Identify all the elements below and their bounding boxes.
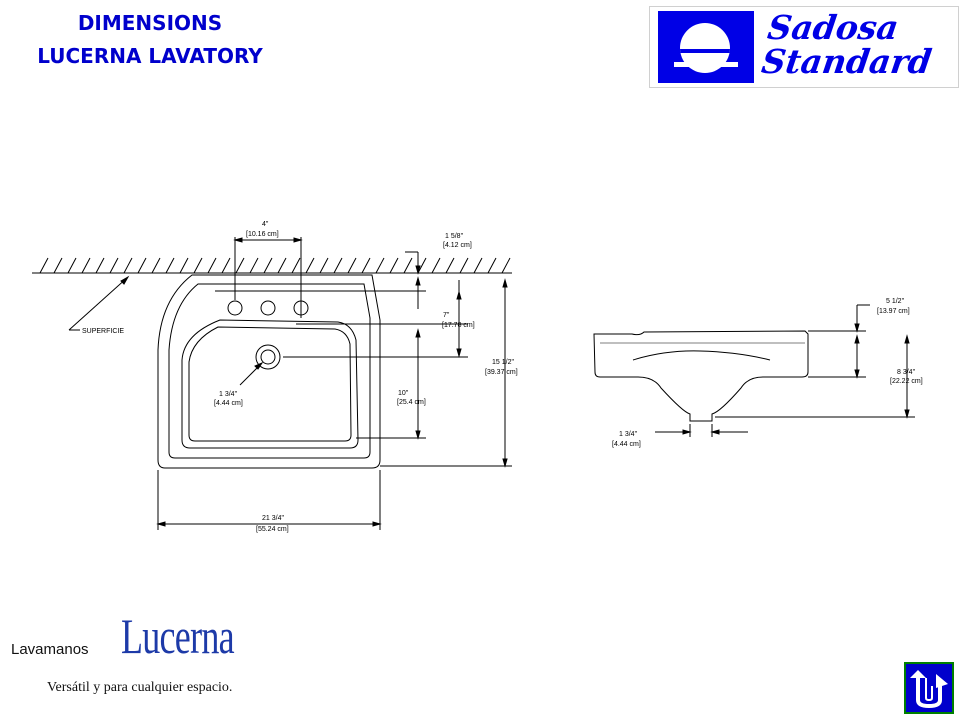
sink-top-view <box>157 274 381 469</box>
surface-label: SUPERFICIE <box>82 328 124 335</box>
dim-holes-in: 7" <box>443 312 450 319</box>
u-turn-back-icon <box>910 670 948 709</box>
dim-drain-dia: 1 3/4" [4.44 cm] <box>214 361 264 407</box>
dim-outlet: 1 3/4" [4.44 cm] <box>612 424 748 448</box>
dim-width-in: 21 3/4" <box>262 515 284 522</box>
dim-holes-to-drain: 7" [17.78 cm] <box>283 280 475 358</box>
dim-rim-offset: 1 5/8" [4.12 cm] <box>215 233 472 309</box>
page-title-line2: LUCERNA LAVATORY <box>37 44 263 68</box>
dim-rim-offset-cm: [4.12 cm] <box>443 242 472 249</box>
dim-front-in: 10" <box>398 390 409 397</box>
dim-rim-height-cm: [13.97 cm] <box>877 308 910 315</box>
dim-width: 21 3/4" [55.24 cm] <box>156 470 382 533</box>
brand-name: Lucerna <box>121 608 235 664</box>
dim-depth-cm: [39.37 cm] <box>485 369 518 376</box>
dim-rim-offset-in: 1 5/8" <box>445 233 464 240</box>
dim-depth-in: 15 1/2" <box>492 359 514 366</box>
dim-faucet-cm: [10.16 cm] <box>246 231 279 238</box>
dim-drain-in: 1 3/4" <box>219 391 238 398</box>
dim-front-cm: [25.4 cm] <box>397 399 426 406</box>
dim-outlet-in: 1 3/4" <box>619 431 638 438</box>
dim-holes-cm: [17.78 cm] <box>442 322 475 329</box>
dim-drain-to-front: 10" [25.4 cm] <box>356 328 426 440</box>
page-title-line1: DIMENSIONS <box>77 11 223 35</box>
dim-drain-cm: [4.44 cm] <box>214 400 243 407</box>
dim-faucet-in: 4" <box>262 221 269 228</box>
sink-side-view <box>593 330 809 422</box>
return-button[interactable] <box>904 662 954 714</box>
brand-tagline: Versátil y para cualquier espacio. <box>47 680 233 695</box>
logo-emblem <box>658 11 754 83</box>
dim-width-cm: [55.24 cm] <box>256 526 289 533</box>
dim-faucet-spacing: 4" [10.16 cm] <box>233 221 303 318</box>
dim-rim-height-in: 5 1/2" <box>886 298 905 305</box>
wall-surface <box>32 257 512 274</box>
dim-bowl-height-in: 8 3/4" <box>897 369 916 376</box>
dim-bowl-height-cm: [22.22 cm] <box>890 378 923 385</box>
dim-depth: 15 1/2" [39.37 cm] <box>380 278 518 468</box>
brand-prefix: Lavamanos <box>11 641 89 658</box>
surface-leader: SUPERFICIE <box>68 275 130 335</box>
dim-outlet-cm: [4.44 cm] <box>612 441 641 448</box>
dim-side-heights: 5 1/2" [13.97 cm] 8 3/4" [22.22 cm] <box>715 298 923 419</box>
sadosa-standard-logo: Sadosa Standard <box>649 6 959 88</box>
